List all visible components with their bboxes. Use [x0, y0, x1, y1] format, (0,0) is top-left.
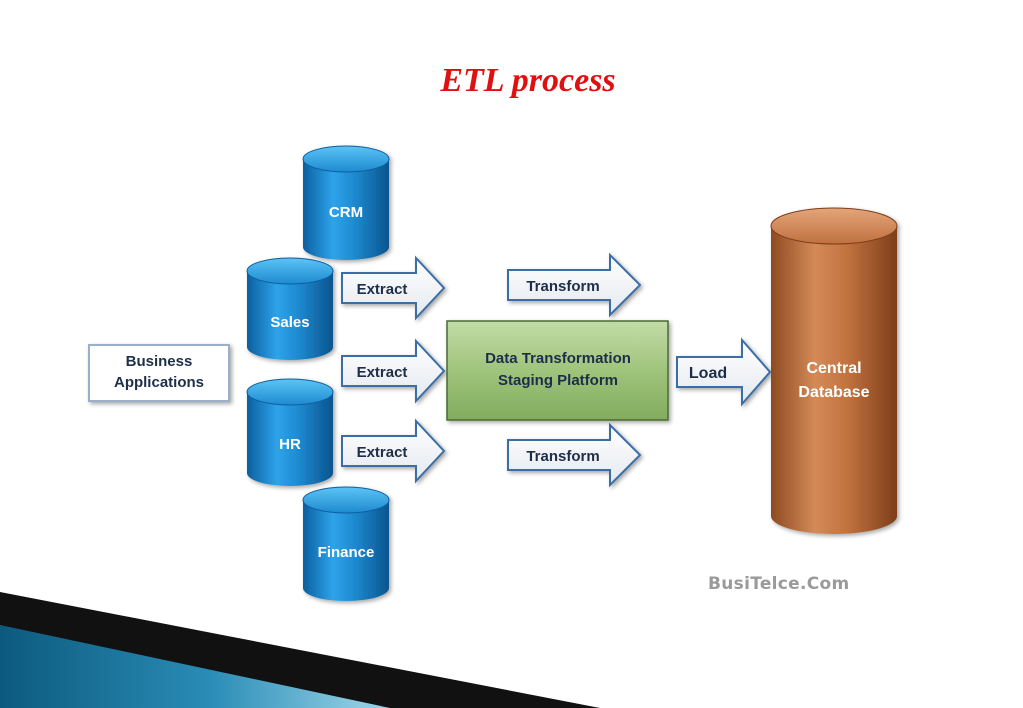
decorative-band [0, 592, 600, 708]
central-database-cylinder: Central Database [770, 207, 898, 534]
sales-database-cylinder: Sales [246, 257, 334, 360]
extract-arrow-2: Extract [341, 338, 446, 404]
sales-label: Sales [270, 314, 309, 331]
watermark: BusiTelce.Com [708, 574, 850, 594]
staging-line-1: Data Transformation [485, 350, 631, 367]
central-database-line-1: Central [806, 360, 861, 377]
staging-line-2: Staging Platform [498, 372, 618, 389]
load-arrow: Load [676, 337, 772, 407]
business-applications-box: Business Applications [88, 344, 230, 402]
transform-arrow-2: Transform [507, 422, 642, 488]
transform-arrow-1: Transform [507, 252, 642, 318]
extract-label-1: Extract [357, 281, 408, 298]
finance-label: Finance [318, 544, 375, 561]
central-database-line-2: Database [798, 384, 869, 401]
hr-database-cylinder: HR [246, 378, 334, 486]
extract-label-3: Extract [357, 444, 408, 461]
slide-title: ETL process [440, 62, 616, 99]
finance-database-cylinder: Finance [302, 486, 390, 601]
business-applications-line-2: Applications [114, 374, 204, 391]
crm-database-cylinder: CRM [302, 145, 390, 260]
transform-label-1: Transform [526, 278, 599, 295]
extract-arrow-3: Extract [341, 418, 446, 484]
extract-label-2: Extract [357, 364, 408, 381]
load-label: Load [689, 365, 727, 382]
crm-label: CRM [329, 204, 363, 221]
transform-label-2: Transform [526, 448, 599, 465]
staging-platform-box: Data Transformation Staging Platform [446, 320, 669, 421]
hr-label: HR [279, 436, 301, 453]
business-applications-line-1: Business [126, 353, 193, 370]
extract-arrow-1: Extract [341, 255, 446, 321]
